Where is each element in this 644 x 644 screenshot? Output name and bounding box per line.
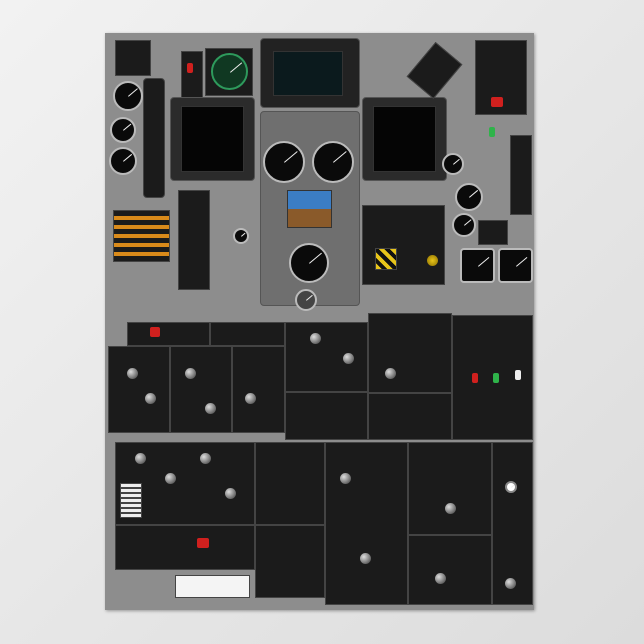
white-placard xyxy=(175,575,250,598)
knob[interactable] xyxy=(145,393,156,404)
panel-j xyxy=(255,525,325,598)
comm-panel-3 xyxy=(232,346,285,433)
panel-a xyxy=(127,322,210,346)
clock-right-2 xyxy=(498,248,533,283)
knob[interactable] xyxy=(165,473,176,484)
knob[interactable] xyxy=(185,368,196,379)
panel-m xyxy=(408,535,492,605)
comm-panel-2 xyxy=(170,346,232,433)
gauge-left-2 xyxy=(110,117,136,143)
knob[interactable] xyxy=(385,368,396,379)
panel-n xyxy=(492,442,533,605)
clock-box xyxy=(115,40,151,76)
knob[interactable] xyxy=(505,578,516,589)
oxygen-red-lever[interactable] xyxy=(472,373,478,383)
white-light xyxy=(505,481,517,493)
small-gauge xyxy=(233,228,249,244)
gauge-left-3 xyxy=(109,147,137,175)
comm-panel-1 xyxy=(108,346,170,433)
gauge-right-2 xyxy=(455,183,483,211)
panel-k xyxy=(325,442,408,605)
gauge-left-1 xyxy=(113,81,143,111)
knob[interactable] xyxy=(225,488,236,499)
placard-striped xyxy=(120,483,142,518)
green-indicator xyxy=(489,127,495,137)
attitude-indicator xyxy=(287,190,332,228)
panel-b xyxy=(210,322,285,346)
clock-right-1 xyxy=(460,248,495,283)
hazard-switch[interactable] xyxy=(375,248,397,270)
airspeed-gauge xyxy=(263,141,305,183)
left-tall-panel xyxy=(178,190,210,290)
panel-l xyxy=(408,442,492,535)
knob[interactable] xyxy=(127,368,138,379)
yellow-knob[interactable] xyxy=(427,255,438,266)
knob[interactable] xyxy=(135,453,146,464)
knob[interactable] xyxy=(435,573,446,584)
cockpit-poster xyxy=(105,33,534,610)
red-toggle[interactable] xyxy=(197,538,209,548)
knob[interactable] xyxy=(205,403,216,414)
landing-gear-panel xyxy=(362,205,445,285)
radar-scope-icon xyxy=(211,53,248,90)
caution-light-panel xyxy=(113,210,170,262)
panel-e xyxy=(368,313,452,393)
orange-indicator-strip xyxy=(406,42,463,99)
ufc-display xyxy=(273,51,343,96)
oxygen-green-lever[interactable] xyxy=(493,373,499,383)
knob[interactable] xyxy=(310,333,321,344)
red-switch[interactable] xyxy=(491,97,503,107)
knob[interactable] xyxy=(200,453,211,464)
panel-h xyxy=(255,442,325,525)
red-guard-switch[interactable] xyxy=(150,327,160,337)
panel-f xyxy=(368,393,452,440)
knob[interactable] xyxy=(340,473,351,484)
knob[interactable] xyxy=(360,553,371,564)
panel-i xyxy=(115,525,255,570)
knob[interactable] xyxy=(445,503,456,514)
altimeter-gauge xyxy=(312,141,354,183)
right-small-panel xyxy=(478,220,508,245)
right-tall-panel xyxy=(510,135,532,215)
stick-base[interactable] xyxy=(295,289,317,311)
panel-d xyxy=(285,392,368,440)
knob[interactable] xyxy=(245,393,256,404)
right-mfd-screen xyxy=(373,106,436,172)
gauge-right-1 xyxy=(442,153,464,175)
left-console-strip xyxy=(143,78,165,198)
left-mfd-screen xyxy=(181,106,244,172)
oxygen-white-lever[interactable] xyxy=(515,370,521,380)
knob[interactable] xyxy=(343,353,354,364)
hsi-gauge xyxy=(289,243,329,283)
red-indicator xyxy=(187,63,193,73)
gauge-right-3 xyxy=(452,213,476,237)
panel-c xyxy=(285,322,368,392)
